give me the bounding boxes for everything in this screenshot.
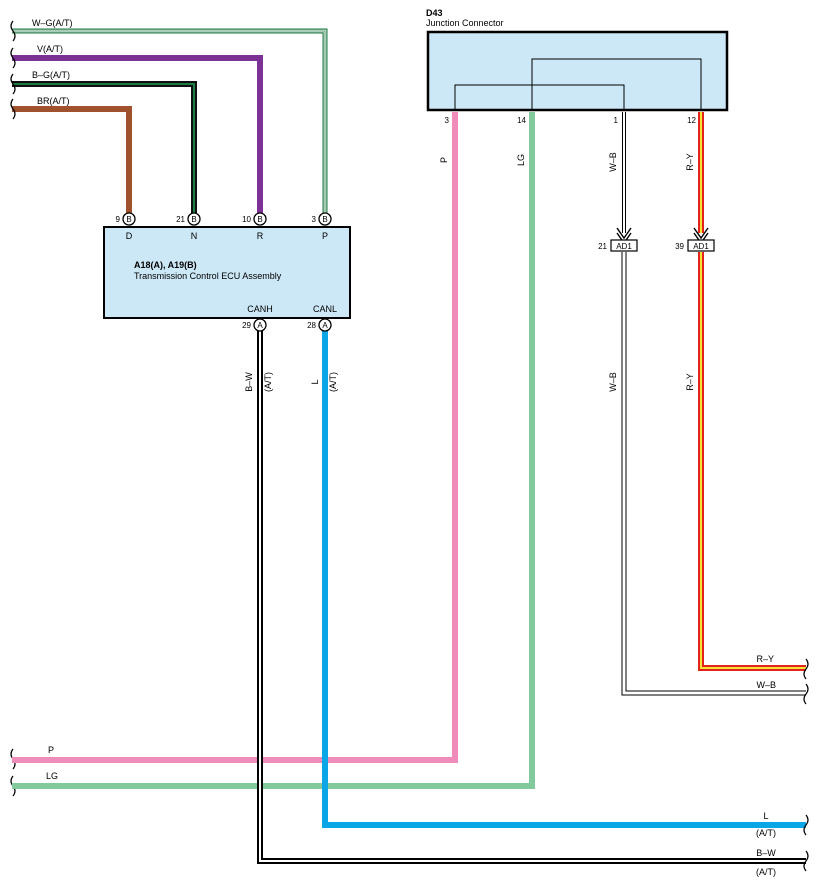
label-bw-at: (A/T) bbox=[263, 372, 273, 392]
ecu-pin-label-n: N bbox=[191, 231, 198, 241]
wire-br bbox=[12, 106, 132, 214]
label-wb-upper: W–B bbox=[608, 152, 618, 172]
connector-ad1-39: AD1 39 bbox=[675, 227, 715, 252]
ecu-pin-num-canl: 28 bbox=[307, 321, 316, 330]
ecu-pin-num-r: 10 bbox=[242, 215, 251, 224]
label-ry-upper: R–Y bbox=[685, 153, 695, 171]
wire-label-v: V(A/T) bbox=[37, 44, 63, 54]
junction-id: D43 bbox=[426, 8, 443, 18]
ad1-left-num: 21 bbox=[598, 242, 607, 251]
label-l-vertical: L bbox=[310, 379, 320, 384]
ecu-pin-conn-p: B bbox=[322, 215, 327, 224]
ecu-pin-num-d: 9 bbox=[116, 215, 121, 224]
label-p-vertical: P bbox=[439, 157, 449, 163]
junction-pin-14: 14 bbox=[517, 116, 526, 125]
ecu-pin-label-d: D bbox=[126, 231, 133, 241]
ecu-pin-num-n: 21 bbox=[176, 215, 185, 224]
label-wb-right: W–B bbox=[756, 680, 776, 690]
ad1-right-num: 39 bbox=[675, 242, 684, 251]
ecu-pin-circle-r bbox=[253, 212, 267, 226]
ecu-pin-circle-d bbox=[122, 212, 136, 226]
wire-l bbox=[322, 331, 806, 828]
wire-w-b bbox=[621, 112, 806, 696]
ecu-pin-conn-canl: A bbox=[322, 321, 328, 330]
ecu-pin-circle-n bbox=[187, 212, 201, 226]
ecu-pin-label-canh: CANH bbox=[247, 304, 273, 314]
ecu-pin-label-canl: CANL bbox=[313, 304, 337, 314]
transmission-control-ecu: A18(A), A19(B) Transmission Control ECU … bbox=[103, 212, 351, 319]
label-l-at: (A/T) bbox=[328, 372, 338, 392]
label-ry-right: R–Y bbox=[756, 654, 774, 664]
label-p-bottom: P bbox=[48, 745, 54, 755]
junction-box bbox=[426, 30, 729, 112]
right-break-marks bbox=[803, 658, 809, 872]
wire-v bbox=[12, 55, 263, 214]
ecu-pin-conn-canh: A bbox=[257, 321, 263, 330]
label-l-at-right: (A/T) bbox=[756, 828, 776, 838]
ecu-pin-conn-r: B bbox=[257, 215, 262, 224]
ecu-pin-conn-d: B bbox=[126, 215, 131, 224]
ecu-pin-conn-n: B bbox=[191, 215, 196, 224]
wire-b-w bbox=[257, 331, 806, 864]
ad1-left-name: AD1 bbox=[616, 242, 632, 251]
label-ry-lower: R–Y bbox=[685, 373, 695, 391]
junction-bus-3-1 bbox=[454, 84, 625, 110]
label-lg-vertical: LG bbox=[516, 154, 526, 166]
ecu-pin-num-p: 3 bbox=[312, 215, 317, 224]
junction-pin-12: 12 bbox=[687, 116, 696, 125]
wire-label-b-g: B–G(A/T) bbox=[32, 70, 70, 80]
label-bw-right: B–W bbox=[756, 848, 776, 858]
wire-label-w-g: W–G(A/T) bbox=[32, 18, 73, 28]
wire-r-y bbox=[698, 112, 806, 671]
ecu-subtitle: Transmission Control ECU Assembly bbox=[134, 271, 282, 281]
label-bw-vertical: B–W bbox=[244, 372, 254, 392]
ecu-pin-num-canh: 29 bbox=[242, 321, 251, 330]
junction-name: Junction Connector bbox=[426, 18, 504, 28]
wire-w-g bbox=[12, 28, 328, 214]
label-lg-bottom: LG bbox=[46, 771, 58, 781]
ecu-pin-label-r: R bbox=[257, 231, 264, 241]
ecu-pin-circle-canl bbox=[318, 318, 332, 332]
label-bw-at-right: (A/T) bbox=[756, 867, 776, 877]
junction-connector-d43: D43 Junction Connector 3 14 1 12 bbox=[426, 8, 729, 125]
left-break-marks bbox=[10, 20, 16, 797]
ecu-title: A18(A), A19(B) bbox=[134, 260, 197, 270]
wire-p bbox=[12, 112, 458, 763]
ecu-pin-label-p: P bbox=[322, 231, 328, 241]
wire-lg bbox=[12, 112, 535, 789]
junction-bus-14-12 bbox=[531, 58, 702, 110]
ecu-box bbox=[103, 226, 351, 319]
label-wb-lower: W–B bbox=[608, 372, 618, 392]
ecu-pin-circle-canh bbox=[253, 318, 267, 332]
label-l-right: L bbox=[763, 811, 768, 821]
junction-pin-1: 1 bbox=[614, 116, 619, 125]
ecu-pin-circle-p bbox=[318, 212, 332, 226]
ad1-right-name: AD1 bbox=[693, 242, 709, 251]
junction-pin-3: 3 bbox=[445, 116, 450, 125]
wire-label-br: BR(A/T) bbox=[37, 96, 70, 106]
wire-b-g bbox=[12, 81, 197, 214]
connector-ad1-21: AD1 21 bbox=[598, 227, 638, 252]
